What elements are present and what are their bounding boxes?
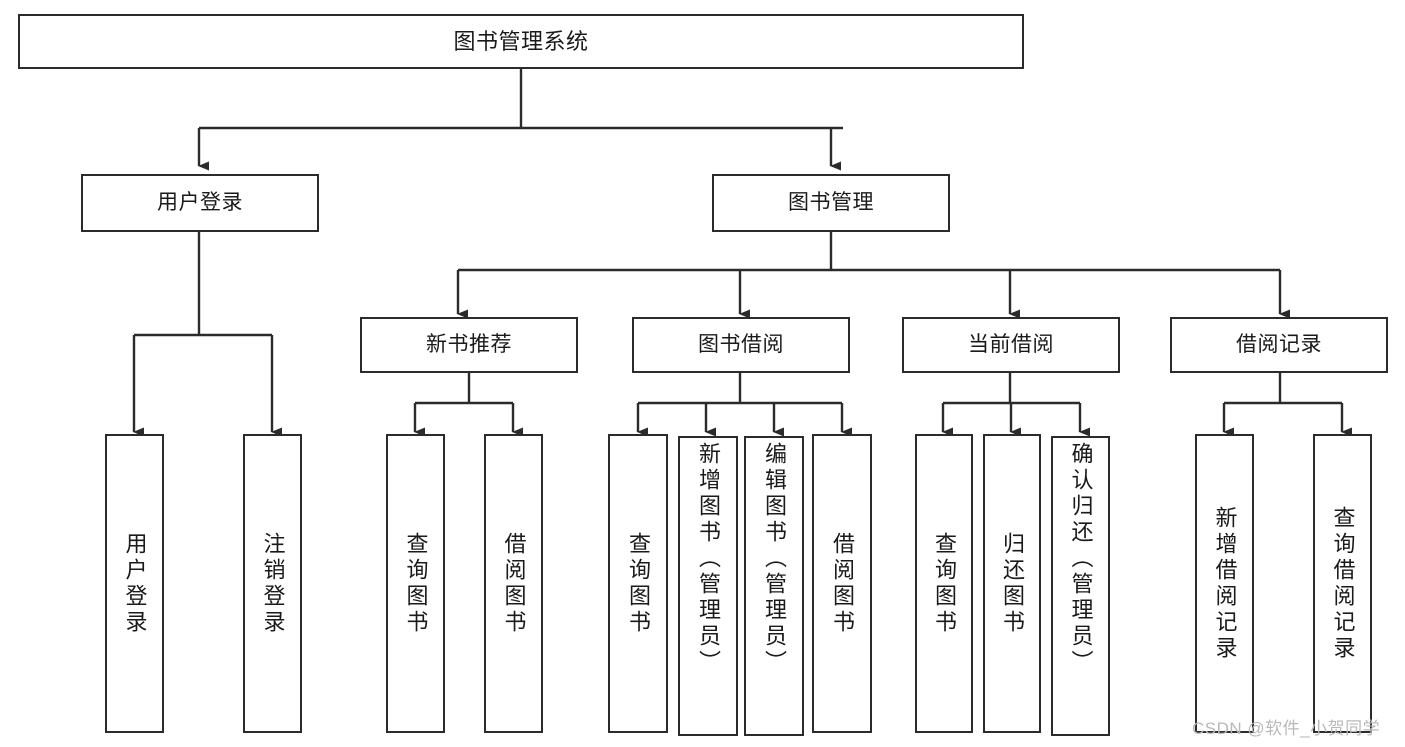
node-label: 查询图书 <box>403 531 429 636</box>
node-label: 用户登录 <box>122 531 148 636</box>
node-label: 借阅记录 <box>1236 332 1322 356</box>
node-label: 查询图书 <box>626 531 651 636</box>
leaf-query-book-current[interactable]: 查询图书 <box>915 434 973 733</box>
node-book-management[interactable]: 图书管理 <box>712 174 950 232</box>
node-label: 新增借阅记录 <box>1212 505 1238 662</box>
leaf-edit-book-admin[interactable]: 编辑图书（管理员） <box>744 436 804 736</box>
node-book-borrow[interactable]: 图书借阅 <box>632 317 850 373</box>
node-label: 新增图书（管理员） <box>696 442 721 676</box>
node-label: 图书借阅 <box>698 332 784 356</box>
node-new-book-recommend[interactable]: 新书推荐 <box>360 317 578 373</box>
node-label: 当前借阅 <box>968 332 1054 356</box>
node-label: 编辑图书（管理员） <box>762 442 787 676</box>
watermark-text: CSDN @软件_小贺同学 <box>1192 719 1381 738</box>
leaf-query-borrow-record[interactable]: 查询借阅记录 <box>1313 434 1372 733</box>
node-borrow-record[interactable]: 借阅记录 <box>1170 317 1388 373</box>
leaf-borrow-book-recommend[interactable]: 借阅图书 <box>484 434 543 733</box>
leaf-borrow-book[interactable]: 借阅图书 <box>812 434 872 733</box>
node-user-login[interactable]: 用户登录 <box>81 174 319 232</box>
node-label: 借阅图书 <box>501 531 527 636</box>
node-root-book-management-system[interactable]: 图书管理系统 <box>18 14 1024 69</box>
node-label: 注销登录 <box>260 531 286 636</box>
leaf-query-book-borrow[interactable]: 查询图书 <box>608 434 668 733</box>
node-current-borrow[interactable]: 当前借阅 <box>902 317 1120 373</box>
node-label: 用户登录 <box>157 190 243 214</box>
node-label: 归还图书 <box>1000 531 1025 636</box>
leaf-return-book[interactable]: 归还图书 <box>983 434 1041 733</box>
leaf-query-book-recommend[interactable]: 查询图书 <box>386 434 445 733</box>
node-label: 图书管理系统 <box>453 28 589 54</box>
node-label: 借阅图书 <box>830 531 855 636</box>
leaf-logout[interactable]: 注销登录 <box>243 434 302 733</box>
leaf-user-login[interactable]: 用户登录 <box>105 434 164 733</box>
node-label: 查询借阅记录 <box>1330 505 1356 662</box>
leaf-add-book-admin[interactable]: 新增图书（管理员） <box>678 436 738 736</box>
node-label: 查询图书 <box>932 531 957 636</box>
leaf-add-borrow-record[interactable]: 新增借阅记录 <box>1195 434 1254 733</box>
leaf-confirm-return-admin[interactable]: 确认归还（管理员） <box>1051 436 1110 736</box>
node-label: 确认归还（管理员） <box>1068 442 1094 676</box>
node-label: 图书管理 <box>788 190 874 214</box>
node-label: 新书推荐 <box>426 332 512 356</box>
